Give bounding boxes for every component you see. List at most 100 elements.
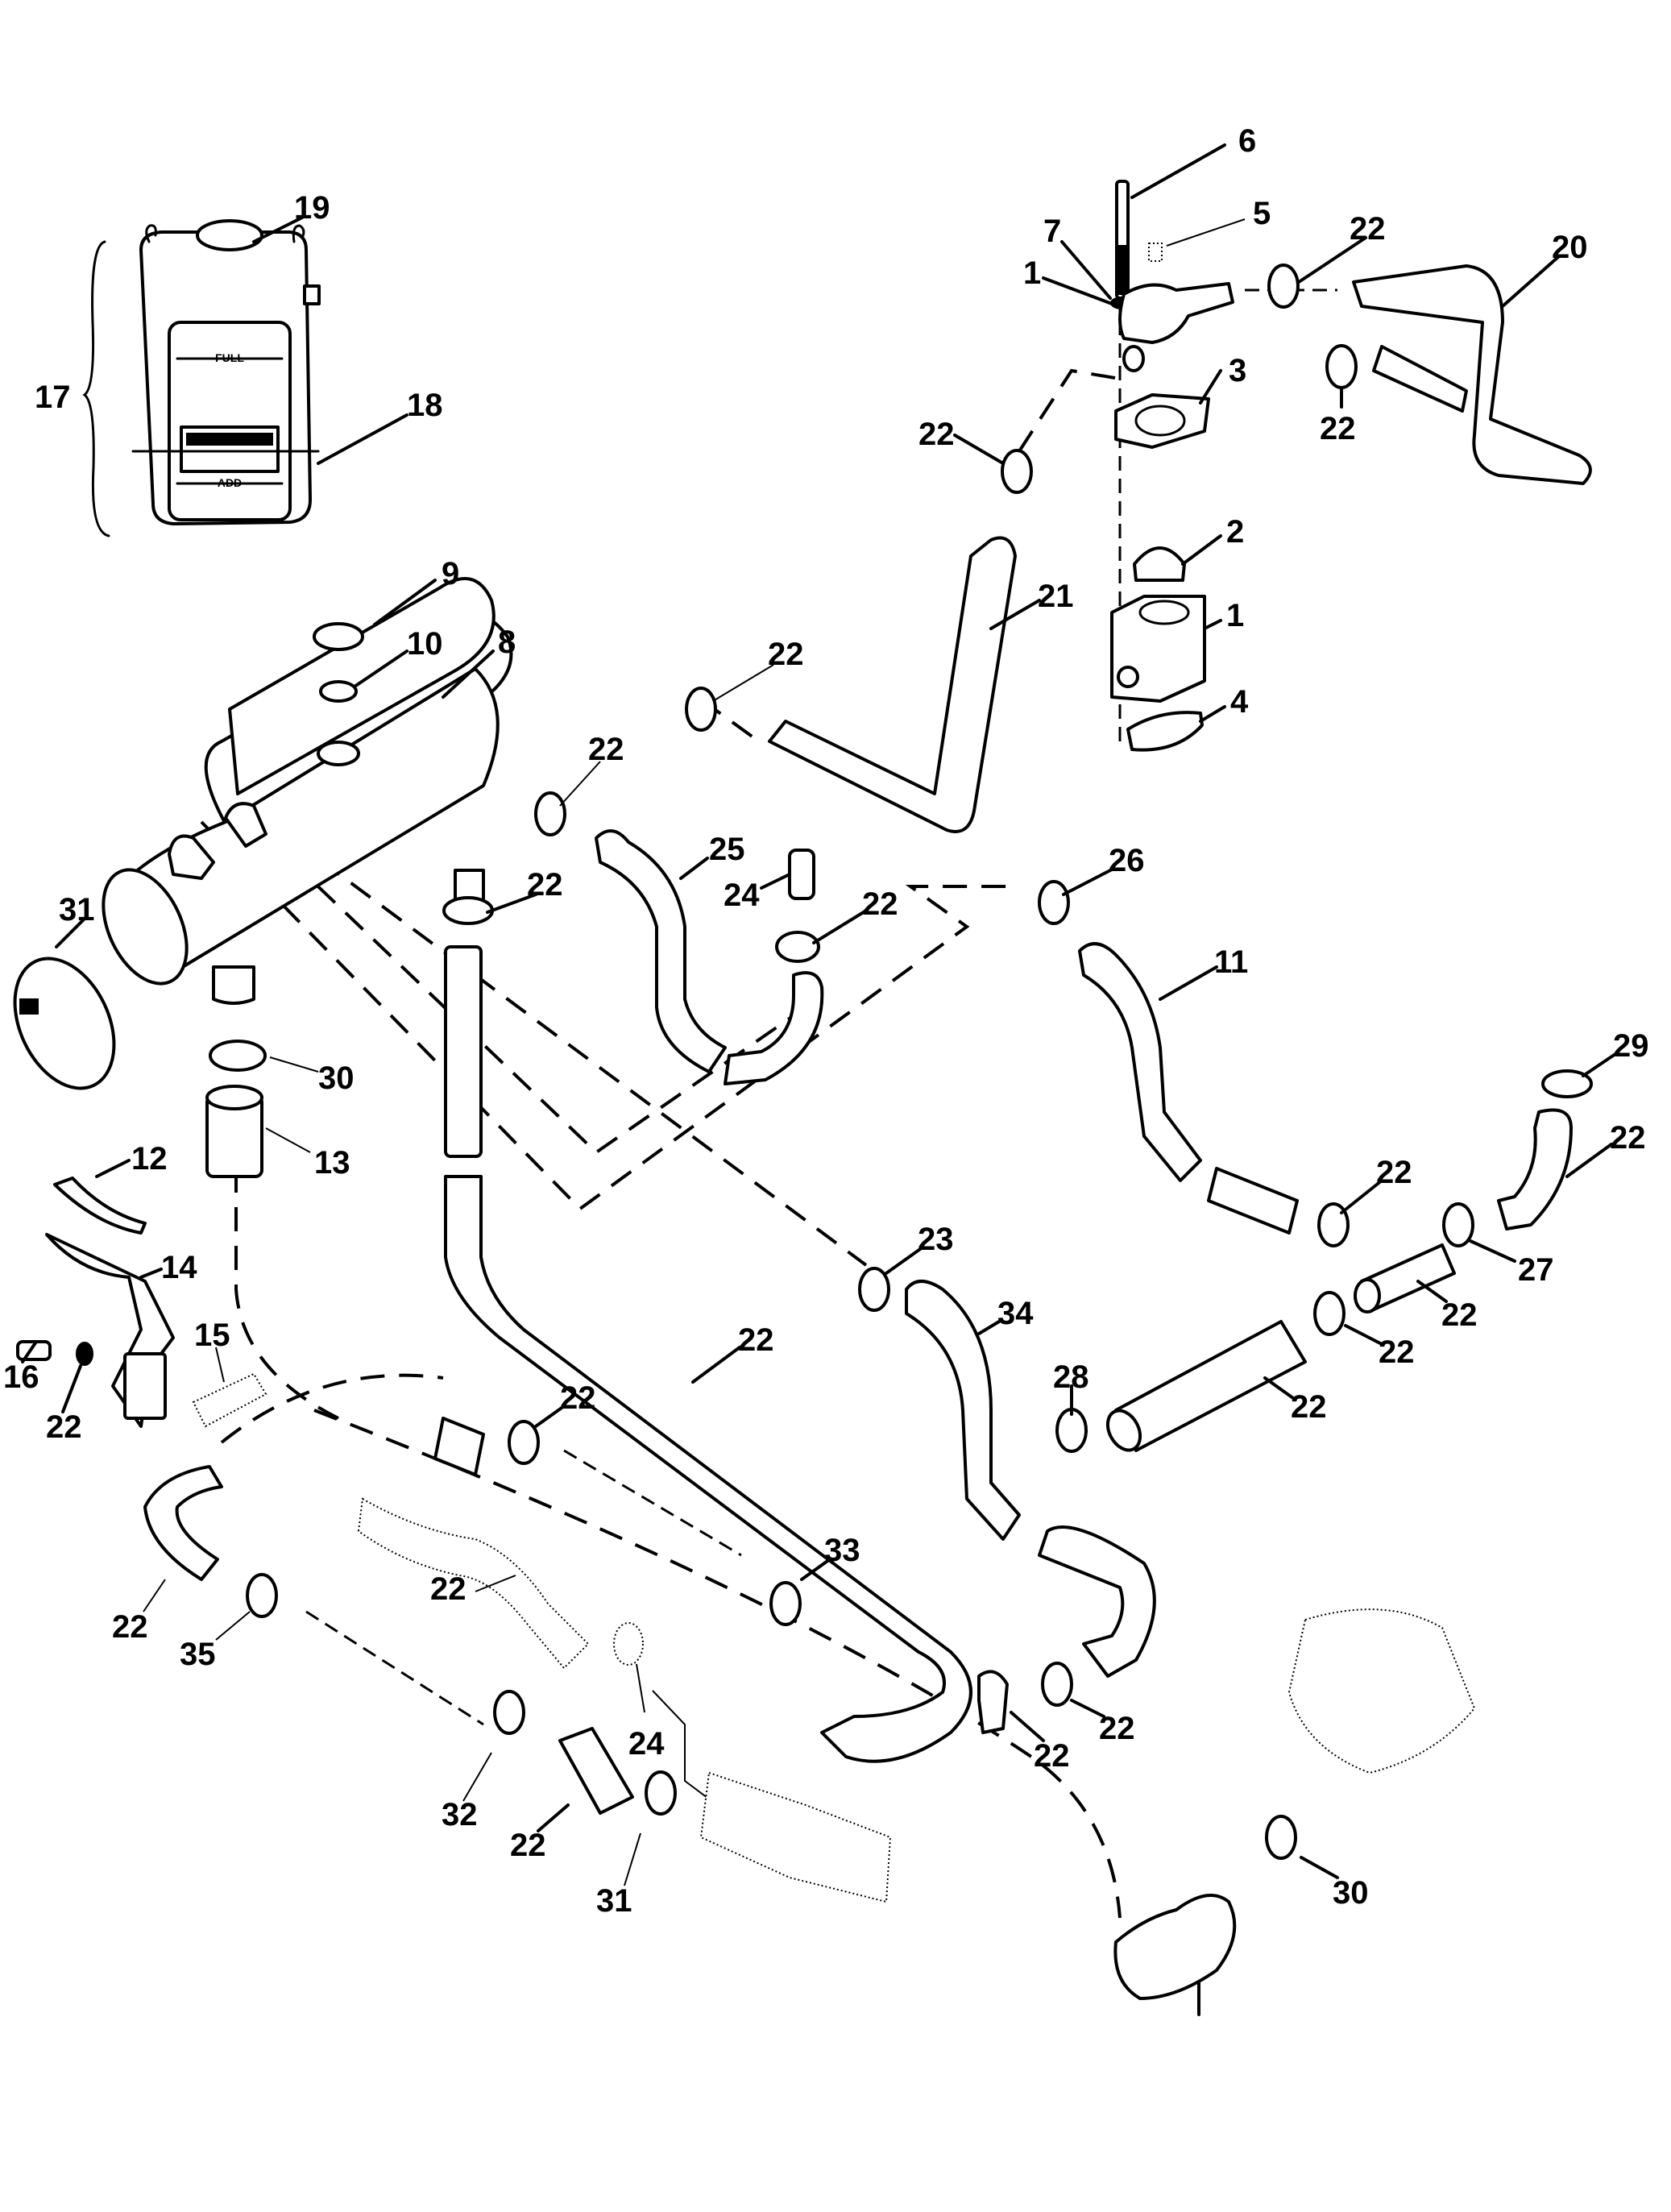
leader-21 xyxy=(989,599,1041,630)
engine-block-ghost xyxy=(1287,1608,1476,1774)
callout-22: 22 xyxy=(1376,1155,1412,1190)
leader-20 xyxy=(1501,255,1561,308)
callout-22: 22 xyxy=(862,886,898,922)
callout-22: 22 xyxy=(1099,1711,1135,1746)
clamp-ring xyxy=(1041,1662,1073,1707)
fitting-24-upper-part xyxy=(788,849,815,900)
clamp-ring xyxy=(1267,264,1300,309)
callout-22: 29 xyxy=(1613,1028,1649,1064)
callout-3: 3 xyxy=(1229,353,1246,388)
leader-22j xyxy=(1340,1179,1383,1214)
assembly-line-hose33-arc xyxy=(220,1373,444,1444)
callout-17: 17 xyxy=(35,380,71,415)
clamp-ring xyxy=(209,1040,267,1072)
callout-20: 20 xyxy=(1552,230,1588,265)
water-pump-ghost xyxy=(699,1771,892,1903)
leader-3 xyxy=(1199,369,1222,405)
assembly-line-clamp-to-cover xyxy=(1018,368,1121,453)
clamp-ring xyxy=(769,1581,802,1626)
assembly-line-exchanger-to-hose23 xyxy=(256,812,868,1267)
clamp-ring xyxy=(858,1267,890,1312)
leader-22l xyxy=(1344,1324,1383,1346)
callout-22: 22 xyxy=(1350,211,1386,247)
callout-22: 22 xyxy=(1379,1334,1415,1370)
thermostat-part xyxy=(1133,546,1186,582)
leader-7 xyxy=(1060,240,1112,300)
callout-18: 18 xyxy=(407,388,443,423)
clamp-11-part xyxy=(13,957,116,1090)
kit-brace xyxy=(82,240,110,537)
hose-32-part xyxy=(558,1727,634,1815)
leader-13 xyxy=(95,1159,131,1178)
callout-9: 9 xyxy=(442,556,459,591)
assembly-line-hose30-down xyxy=(234,1168,339,1420)
pressure-cap-part xyxy=(196,219,263,251)
clamp-ring xyxy=(1442,1202,1474,1247)
callout-27: 22 xyxy=(1441,1297,1478,1333)
hose-23-part xyxy=(905,1280,1021,1541)
hose-20-part xyxy=(1352,264,1592,485)
washer-16-part xyxy=(76,1342,93,1366)
callout-15: 16 xyxy=(3,1359,39,1395)
leader-1-lower xyxy=(1203,619,1222,630)
callout-29: 22 xyxy=(1610,1120,1646,1156)
exchanger-inlet-left xyxy=(168,834,215,880)
callout-22: 26 xyxy=(1109,843,1145,878)
leader-22e xyxy=(559,761,601,807)
hose-34-upper-segment xyxy=(444,945,483,1158)
leader-8 xyxy=(442,649,495,699)
clamp-ring-ghost xyxy=(613,1622,644,1666)
exchanger-drain-port xyxy=(212,965,255,1005)
hose-35-part xyxy=(357,1497,590,1670)
leader-34 xyxy=(691,1346,741,1384)
callout-2: 2 xyxy=(1226,514,1244,550)
cap-9-part xyxy=(313,622,364,651)
leader-22a xyxy=(1297,236,1367,284)
tee-27-port xyxy=(1354,1278,1381,1314)
callout-5: 5 xyxy=(1253,196,1271,231)
leader-9 xyxy=(373,579,437,626)
assembly-line-to-elbow30 xyxy=(313,1409,1122,1919)
leader-14 xyxy=(215,1347,225,1383)
callout-33: 22 xyxy=(112,1609,148,1645)
callout-31: 30 xyxy=(318,1060,355,1096)
callout-4: 4 xyxy=(1230,684,1249,720)
reservoir-nipple xyxy=(303,284,321,305)
leader-22g xyxy=(486,893,537,914)
leader-10 xyxy=(353,649,408,688)
callout-30: 13 xyxy=(314,1145,350,1181)
hose-26-sleeve xyxy=(1207,1167,1299,1235)
reservoir-bottle: FULL ADD xyxy=(82,219,321,537)
leader-lines xyxy=(21,143,1617,2016)
clamp-ring xyxy=(1317,1202,1350,1247)
clamp-ring xyxy=(1265,1815,1297,1860)
thermostat-assembly xyxy=(1110,180,1234,752)
leader-25 xyxy=(679,857,709,880)
exchanger-inlet-mid xyxy=(224,802,267,848)
leader-22r xyxy=(636,1663,645,1713)
callout-7: 7 xyxy=(1043,214,1061,249)
hose-26-part xyxy=(1078,942,1202,1182)
callout-8: 8 xyxy=(498,625,516,660)
callout-22: 28 xyxy=(1053,1359,1089,1395)
clamp-ring xyxy=(508,1420,540,1465)
hose-lower-right-part xyxy=(1038,1525,1156,1678)
hose-clamps xyxy=(209,264,1593,1860)
leader-32 xyxy=(537,1803,570,1832)
callout-22: 23 xyxy=(918,1222,954,1257)
hose-21 xyxy=(768,536,1017,833)
leader-6 xyxy=(1130,143,1226,199)
cover-outlet xyxy=(1122,345,1145,372)
callout-1: 1 xyxy=(1226,598,1244,633)
callout-32: 22 xyxy=(510,1828,546,1863)
callout-22: 22 xyxy=(918,417,955,452)
gasket-3-part xyxy=(1114,393,1210,449)
leader-28 xyxy=(1263,1376,1295,1400)
leader-23 xyxy=(977,1320,1001,1335)
leader-4 xyxy=(1199,705,1226,723)
elbow-30-lower-part xyxy=(1113,1894,1237,2000)
callout-28: 22 xyxy=(1291,1389,1327,1425)
callout-23: 34 xyxy=(997,1296,1034,1331)
leader-22p xyxy=(800,1558,831,1581)
leader-22s xyxy=(1070,1699,1105,1718)
